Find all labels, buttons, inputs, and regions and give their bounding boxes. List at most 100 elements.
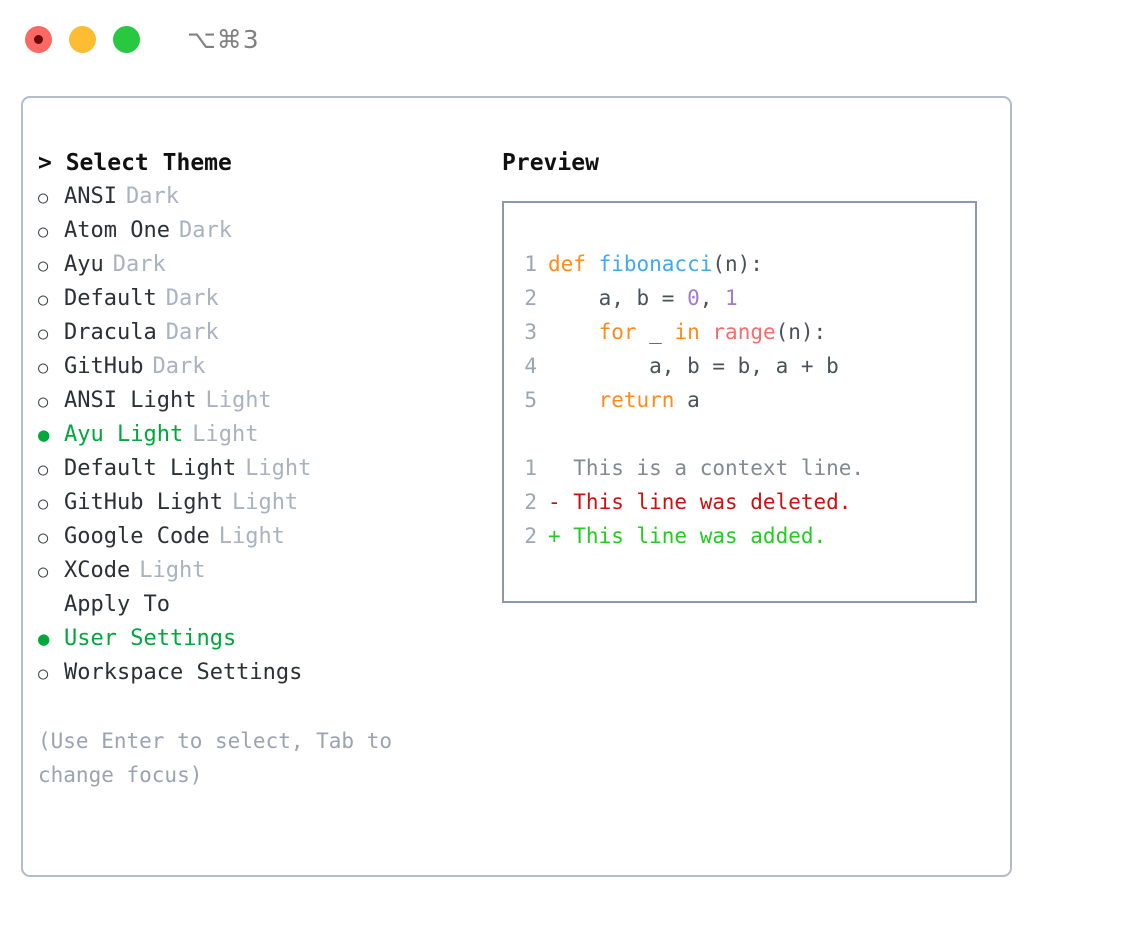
diff-line-ctx: 1 This is a context line. xyxy=(504,451,975,485)
radio-unselected-icon[interactable]: ○ xyxy=(38,324,49,344)
theme-option-variant: Dark xyxy=(125,184,179,209)
line-number: 1 xyxy=(524,456,537,480)
theme-option-label: ANSI xyxy=(64,184,117,209)
diff-line-content: - This line was deleted. xyxy=(548,490,852,514)
keyboard-hint-text: (Use Enter to select, Tab to change focu… xyxy=(38,729,393,787)
diff-line-content: + This line was added. xyxy=(548,524,827,548)
code-line: 3 for _ in range(n): xyxy=(504,315,975,349)
radio-unselected-icon[interactable]: ○ xyxy=(38,188,49,208)
code-token-plain: _ xyxy=(636,320,675,344)
code-token-num: 1 xyxy=(725,286,738,310)
code-token-plain xyxy=(548,320,599,344)
spacer xyxy=(38,690,468,724)
maximize-button[interactable] xyxy=(113,25,140,53)
code-token-plain xyxy=(700,320,713,344)
theme-option-ayu-light[interactable]: ● Ayu Light Light xyxy=(38,418,468,452)
theme-option-variant: Light xyxy=(192,422,259,447)
apply-to-option-label: User Settings xyxy=(64,626,237,651)
line-number: 2 xyxy=(524,524,537,548)
apply-to-option-label: Workspace Settings xyxy=(64,660,303,685)
radio-unselected-icon[interactable]: ○ xyxy=(38,222,49,242)
theme-option-variant: Dark xyxy=(165,320,219,345)
line-number: 2 xyxy=(524,490,537,514)
code-token-num: 0 xyxy=(687,286,700,310)
theme-option-label: GitHub Light xyxy=(64,490,223,515)
theme-option-default[interactable]: ○ Default Dark xyxy=(38,282,468,316)
radio-selected-icon[interactable]: ● xyxy=(38,424,50,446)
radio-unselected-icon[interactable]: ○ xyxy=(38,392,49,412)
window-titlebar: ⌥⌘3 xyxy=(0,0,1140,78)
code-token-plain xyxy=(548,388,599,412)
code-token-builtin: range xyxy=(712,320,776,344)
theme-option-label: Atom One xyxy=(64,218,170,243)
minimize-button[interactable] xyxy=(69,25,96,53)
code-line-content: for _ in range(n): xyxy=(548,315,827,349)
theme-option-variant: Light xyxy=(205,388,272,413)
preview-title: Preview xyxy=(502,150,599,176)
theme-option-variant: Light xyxy=(231,490,299,515)
keyboard-shortcut-label: ⌥⌘3 xyxy=(187,24,260,54)
theme-option-label: Dracula xyxy=(64,320,157,345)
code-token-plain: (n): xyxy=(775,320,827,344)
theme-option-label: Ayu Light xyxy=(64,422,184,447)
line-number: 2 xyxy=(524,286,537,310)
theme-option-label: Ayu xyxy=(64,252,104,277)
apply-to-option-user-settings[interactable]: ● User Settings xyxy=(38,622,468,656)
code-spacer xyxy=(504,417,975,451)
radio-unselected-icon[interactable]: ○ xyxy=(38,256,49,276)
radio-unselected-icon[interactable]: ○ xyxy=(38,528,49,548)
apply-to-option-list: ● User Settings ○ Workspace Settings xyxy=(38,622,468,690)
radio-unselected-icon[interactable]: ○ xyxy=(38,494,49,514)
recording-indicator-icon xyxy=(34,34,43,44)
code-line: 5 return a xyxy=(504,383,975,417)
radio-unselected-icon[interactable]: ○ xyxy=(38,562,49,582)
line-number: 4 xyxy=(524,354,537,378)
code-line: 4 a, b = b, a + b xyxy=(504,349,975,383)
theme-option-default-light[interactable]: ○ Default Light Light xyxy=(38,452,468,486)
apply-to-option-workspace-settings[interactable]: ○ Workspace Settings xyxy=(38,656,468,690)
theme-option-label: Default Light xyxy=(64,456,237,481)
theme-option-label: Default xyxy=(64,286,157,311)
code-line: 2 a, b = 0, 1 xyxy=(504,281,975,315)
theme-option-label: GitHub xyxy=(64,354,144,379)
theme-option-variant: Dark xyxy=(165,286,219,311)
code-token-plain: (n): xyxy=(712,252,763,276)
section-title-select-theme: > Select Theme xyxy=(38,150,232,176)
theme-option-label: XCode xyxy=(64,558,131,583)
code-token-kw: def xyxy=(548,252,599,276)
theme-option-variant: Light xyxy=(245,456,312,481)
code-token-fn: fibonacci xyxy=(598,252,713,276)
radio-unselected-icon[interactable]: ○ xyxy=(38,358,49,378)
radio-unselected-icon[interactable]: ○ xyxy=(38,290,49,310)
code-line-content: return a xyxy=(548,383,700,417)
theme-option-label: Google Code xyxy=(64,524,210,549)
radio-selected-icon[interactable]: ● xyxy=(38,628,50,650)
code-token-kw: in xyxy=(674,320,700,344)
theme-option-ansi[interactable]: ○ ANSI Dark xyxy=(38,180,468,214)
radio-unselected-icon[interactable]: ○ xyxy=(38,460,49,480)
code-token-plain: a, b = xyxy=(548,286,688,310)
theme-option-dracula[interactable]: ○ Dracula Dark xyxy=(38,316,468,350)
code-token-kw: for xyxy=(598,320,637,344)
diff-line-add: 2 + This line was added. xyxy=(504,519,975,553)
code-token-plain: a, b = b, a + b xyxy=(548,354,839,378)
line-number: 3 xyxy=(524,320,537,344)
apply-to-header: Apply To xyxy=(64,592,170,617)
theme-option-github-light[interactable]: ○ GitHub Light Light xyxy=(38,486,468,520)
code-token-plain: , xyxy=(699,286,726,310)
close-button[interactable] xyxy=(25,25,52,53)
code-line-content: def fibonacci(n): xyxy=(548,247,763,281)
radio-unselected-icon[interactable]: ○ xyxy=(38,664,49,684)
